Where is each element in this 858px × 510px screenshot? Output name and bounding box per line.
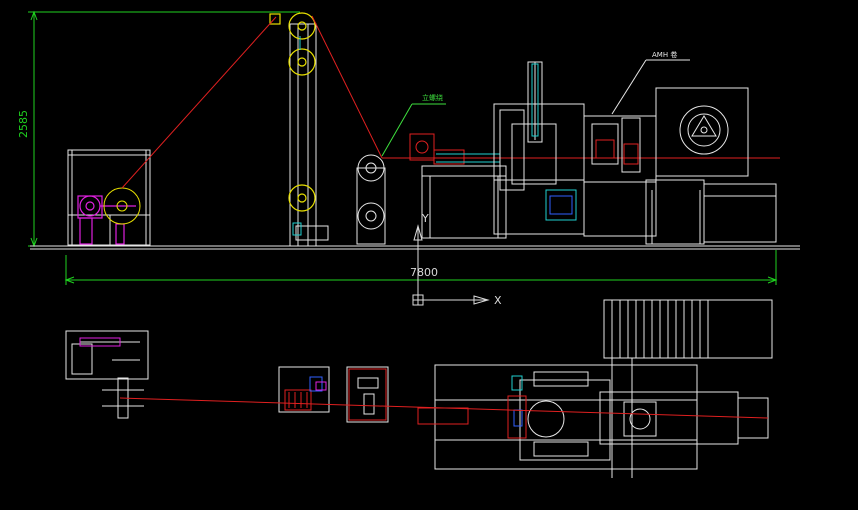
ucs-icon: [412, 224, 490, 306]
tower-cyan-parts: [292, 36, 302, 236]
feed-cyan-rails: [436, 153, 500, 163]
plan-tower-base[interactable]: [278, 366, 330, 413]
spiral-tower-elevation[interactable]: [289, 23, 329, 247]
plan-roller-stand[interactable]: [346, 366, 389, 423]
length-dimension-text: 7800: [410, 266, 438, 279]
x-axis-label: X: [494, 294, 502, 307]
ground-line: [30, 245, 800, 250]
main-cyan-column: [531, 63, 577, 221]
roller-stand-elevation[interactable]: [356, 154, 386, 245]
component-leader: [611, 59, 690, 115]
feed-module-elevation[interactable]: [421, 165, 507, 239]
main-red-parts: [595, 139, 639, 165]
plan-unwind-motor: [79, 337, 121, 347]
plan-tower-magenta: [315, 381, 327, 391]
unwind-motor: [77, 195, 136, 245]
unwind-stand-elevation[interactable]: [67, 149, 151, 246]
height-dimension: [28, 10, 300, 248]
spiral-tube-leader: [381, 103, 446, 157]
plan-unwind-stand[interactable]: [65, 330, 149, 419]
plan-blue-parts: [513, 409, 523, 427]
material-path-plan: [119, 397, 769, 419]
main-machine-elevation[interactable]: [493, 61, 777, 245]
drum-motor-icon: [679, 105, 729, 155]
y-axis-label: Y: [421, 212, 429, 225]
plan-feed-parts: [417, 395, 527, 439]
feed-red-head: [409, 133, 465, 165]
plan-cyan-parts: [511, 375, 523, 391]
spiral-tube-label: 立螺绕: [422, 93, 443, 102]
plan-main-machine[interactable]: [434, 299, 773, 478]
plan-tower-red-parts: [284, 389, 312, 411]
component-label: AMH 卷: [652, 50, 677, 59]
length-dimension: [64, 250, 778, 285]
height-dimension-text: 2585: [17, 110, 30, 138]
tower-wheels: [269, 12, 316, 212]
material-path-elevation: [121, 15, 780, 189]
main-blue-box: [549, 195, 573, 215]
plan-roller-red: [348, 368, 387, 421]
plan-tower-blue: [309, 376, 323, 392]
